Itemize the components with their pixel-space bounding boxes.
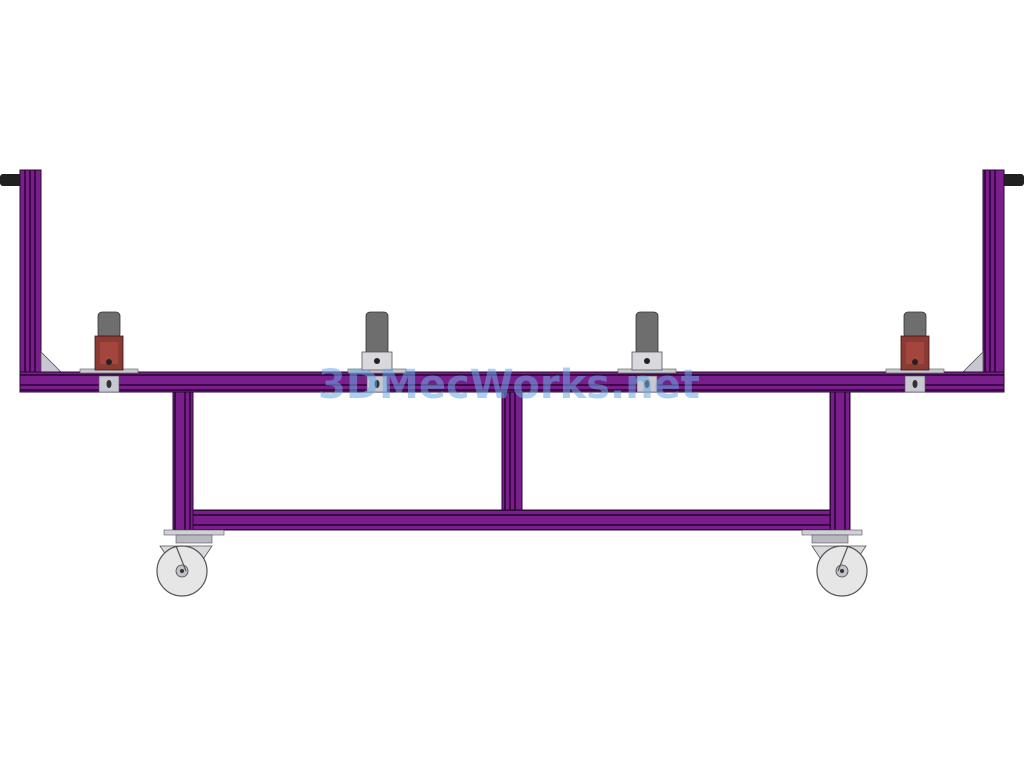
- leg-left: [172, 391, 194, 531]
- toggle-clamp-gray: [347, 311, 407, 393]
- gusset-right: [962, 351, 984, 373]
- swivel-caster-right: [801, 529, 868, 597]
- toggle-clamp-red: [79, 311, 139, 393]
- upright-left: [19, 169, 42, 393]
- upright-right: [982, 169, 1005, 393]
- handle-right: [1002, 174, 1024, 186]
- toggle-clamp-gray: [617, 311, 677, 393]
- leg-center: [501, 391, 523, 511]
- gusset-left: [40, 351, 62, 373]
- handle-left: [0, 174, 22, 186]
- toggle-clamp-red: [885, 311, 945, 393]
- leg-right: [829, 391, 851, 531]
- bottom-beam: [192, 509, 831, 531]
- swivel-caster-left: [156, 529, 225, 597]
- top-beam: [19, 371, 1005, 393]
